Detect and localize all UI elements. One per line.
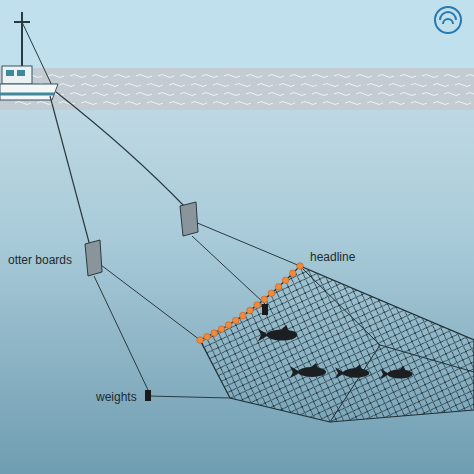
net-seams xyxy=(300,266,474,422)
weight-shapes xyxy=(145,304,268,401)
part-label: headline xyxy=(310,250,355,264)
otter-board-shapes xyxy=(85,202,198,276)
sky xyxy=(0,0,474,68)
fishing-boat xyxy=(0,12,58,100)
fish xyxy=(258,325,413,379)
trawl-net xyxy=(200,266,474,422)
headline-floats xyxy=(197,263,304,344)
warp-lines xyxy=(50,92,186,246)
part-label: otter boards xyxy=(8,253,72,267)
logo xyxy=(435,7,461,33)
wave-marks xyxy=(4,75,474,105)
part-label: weights xyxy=(96,390,137,404)
bridles xyxy=(94,222,300,398)
